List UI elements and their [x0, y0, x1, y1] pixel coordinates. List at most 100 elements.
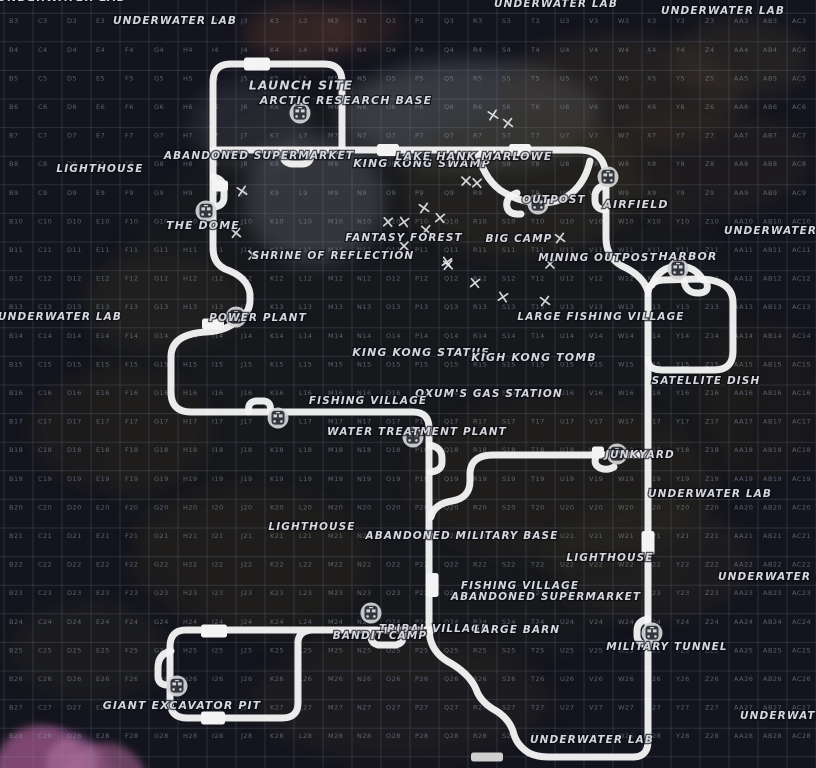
monument-label: SHRINE OF REFLECTION	[252, 250, 415, 262]
rail-siding	[641, 531, 655, 555]
grid-cell-label: Q28	[444, 732, 459, 740]
monument-label: MILITARY TUNNEL	[606, 641, 727, 653]
grid-cell-label: AC28	[792, 732, 811, 740]
grid-cell-label: W11	[618, 246, 634, 254]
grid-cell-label: R7	[473, 132, 483, 140]
grid-cell-label: AC4	[792, 46, 807, 54]
grid-cell-label: C18	[38, 446, 52, 454]
grid-cell-label: AB17	[763, 418, 782, 426]
grid-cell-label: D13	[67, 303, 82, 311]
monument-label: UNDERWATER LAB	[113, 15, 237, 27]
rail-siding	[509, 144, 531, 156]
grid-cell-label: K15	[270, 360, 284, 368]
grid-cell-label: F15	[125, 360, 139, 368]
grid-cell-label: Q9	[444, 189, 454, 197]
grid-cell-label: N4	[357, 46, 367, 54]
grid-cell-label: Q3	[444, 17, 454, 25]
grid-cell-label: Q16	[444, 389, 459, 397]
grid-cell-label: AC16	[792, 389, 811, 397]
grid-cell-label: N22	[357, 561, 372, 569]
grid-cell-label: Z8	[705, 160, 715, 168]
monument-label: BANDIT CAMP	[333, 630, 427, 642]
grid-cell-label: F6	[125, 103, 134, 111]
grid-cell-label: N7	[357, 132, 367, 140]
grid-cell-label: I17	[212, 418, 224, 426]
terrain-blob	[130, 490, 370, 630]
grid-cell-label: I13	[212, 303, 224, 311]
grid-cell-label: B21	[9, 532, 23, 540]
grid-cell-label: O3	[386, 17, 396, 25]
grid-cell-label: G12	[154, 275, 169, 283]
grid-cell-label: Y11	[675, 246, 690, 254]
grid-cell-label: O10	[386, 217, 401, 225]
grid-cell-label: B24	[9, 618, 23, 626]
grid-cell-label: AB20	[763, 503, 782, 511]
x-mark	[502, 117, 514, 129]
grid-cell-label: C20	[38, 503, 52, 511]
grid-cell-label: V24	[589, 618, 603, 626]
grid-cell-label: U28	[560, 732, 575, 740]
grid-cell-label: O21	[386, 532, 401, 540]
grid-cell-label: U5	[560, 74, 570, 82]
grid-cell-label: N6	[357, 103, 367, 111]
grid-cell-label: V8	[589, 160, 599, 168]
grid-cell-label: S14	[502, 332, 516, 340]
grid-cell-label: L11	[299, 246, 312, 254]
grid-cell-label: AC27	[792, 704, 811, 712]
grid-cell-label: M25	[328, 646, 343, 654]
grid-cell-label: T16	[530, 389, 545, 397]
grid-cell-label: Y16	[675, 389, 690, 397]
grid-cell-label: AA19	[734, 475, 753, 483]
grid-cell-label: Z24	[705, 618, 719, 626]
grid-cell-label: G16	[154, 389, 169, 397]
grid-cell-label: L19	[299, 475, 312, 483]
grid-cell-label: P17	[415, 418, 429, 426]
grid-cell-label: D22	[67, 561, 82, 569]
grid-cell-label: Z6	[705, 103, 715, 111]
monument-label: UNDERWATER LAB	[530, 734, 654, 746]
grid-cell-label: V19	[589, 475, 603, 483]
grid-cell-label: F11	[125, 246, 139, 254]
grid-cell-label: W23	[618, 589, 634, 597]
grid-cell-label: AA27	[734, 704, 753, 712]
grid-cell-label: G6	[154, 103, 164, 111]
grid-cell-label: L22	[299, 561, 312, 569]
grid-cell-label: AC17	[792, 418, 811, 426]
grid-cell-label: P27	[415, 704, 429, 712]
grid-cell-label: S16	[502, 389, 516, 397]
grid-cell-label: K16	[270, 389, 284, 397]
grid-cell-label: B15	[9, 360, 23, 368]
grid-cell-label: Y3	[675, 17, 685, 25]
grid-cell-label: R11	[473, 246, 487, 254]
grid-cell-label: C13	[38, 303, 52, 311]
grid-cell-label: M12	[328, 275, 343, 283]
rail-siding	[202, 318, 224, 330]
grid-cell-label: AB23	[763, 589, 782, 597]
grid-cell-label: C19	[38, 475, 52, 483]
grid-cell-label: Y23	[675, 589, 690, 597]
grid-cell-label: L15	[299, 360, 312, 368]
grid-cell-label: X3	[647, 17, 657, 25]
grid-cell-label: U19	[560, 475, 575, 483]
grid-cell-label: H9	[183, 189, 193, 197]
grid-cell-label: D6	[67, 103, 77, 111]
monument-label: JUNKYARD	[603, 449, 675, 461]
monument-label: LIGHTHOUSE	[566, 552, 653, 564]
grid-cell-label: O11	[386, 246, 401, 254]
grid-cell-label: O20	[386, 503, 401, 511]
grid-cell-label: T12	[530, 275, 545, 283]
grid-cell-label: U21	[560, 532, 575, 540]
grid-cell-label: R6	[473, 103, 483, 111]
grid-cell-label: Q4	[444, 46, 454, 54]
grid-cell-label: Z27	[705, 704, 719, 712]
grid-cell-label: B6	[9, 103, 19, 111]
grid-cell-label: C21	[38, 532, 52, 540]
grid-cell-label: AB22	[763, 561, 782, 569]
grid-cell-label: M6	[328, 103, 339, 111]
grid-cell-label: R16	[473, 389, 487, 397]
grid-cell-label: X14	[647, 332, 661, 340]
grid-cell-label: AB24	[763, 618, 782, 626]
grid-cell-label: D8	[67, 160, 77, 168]
